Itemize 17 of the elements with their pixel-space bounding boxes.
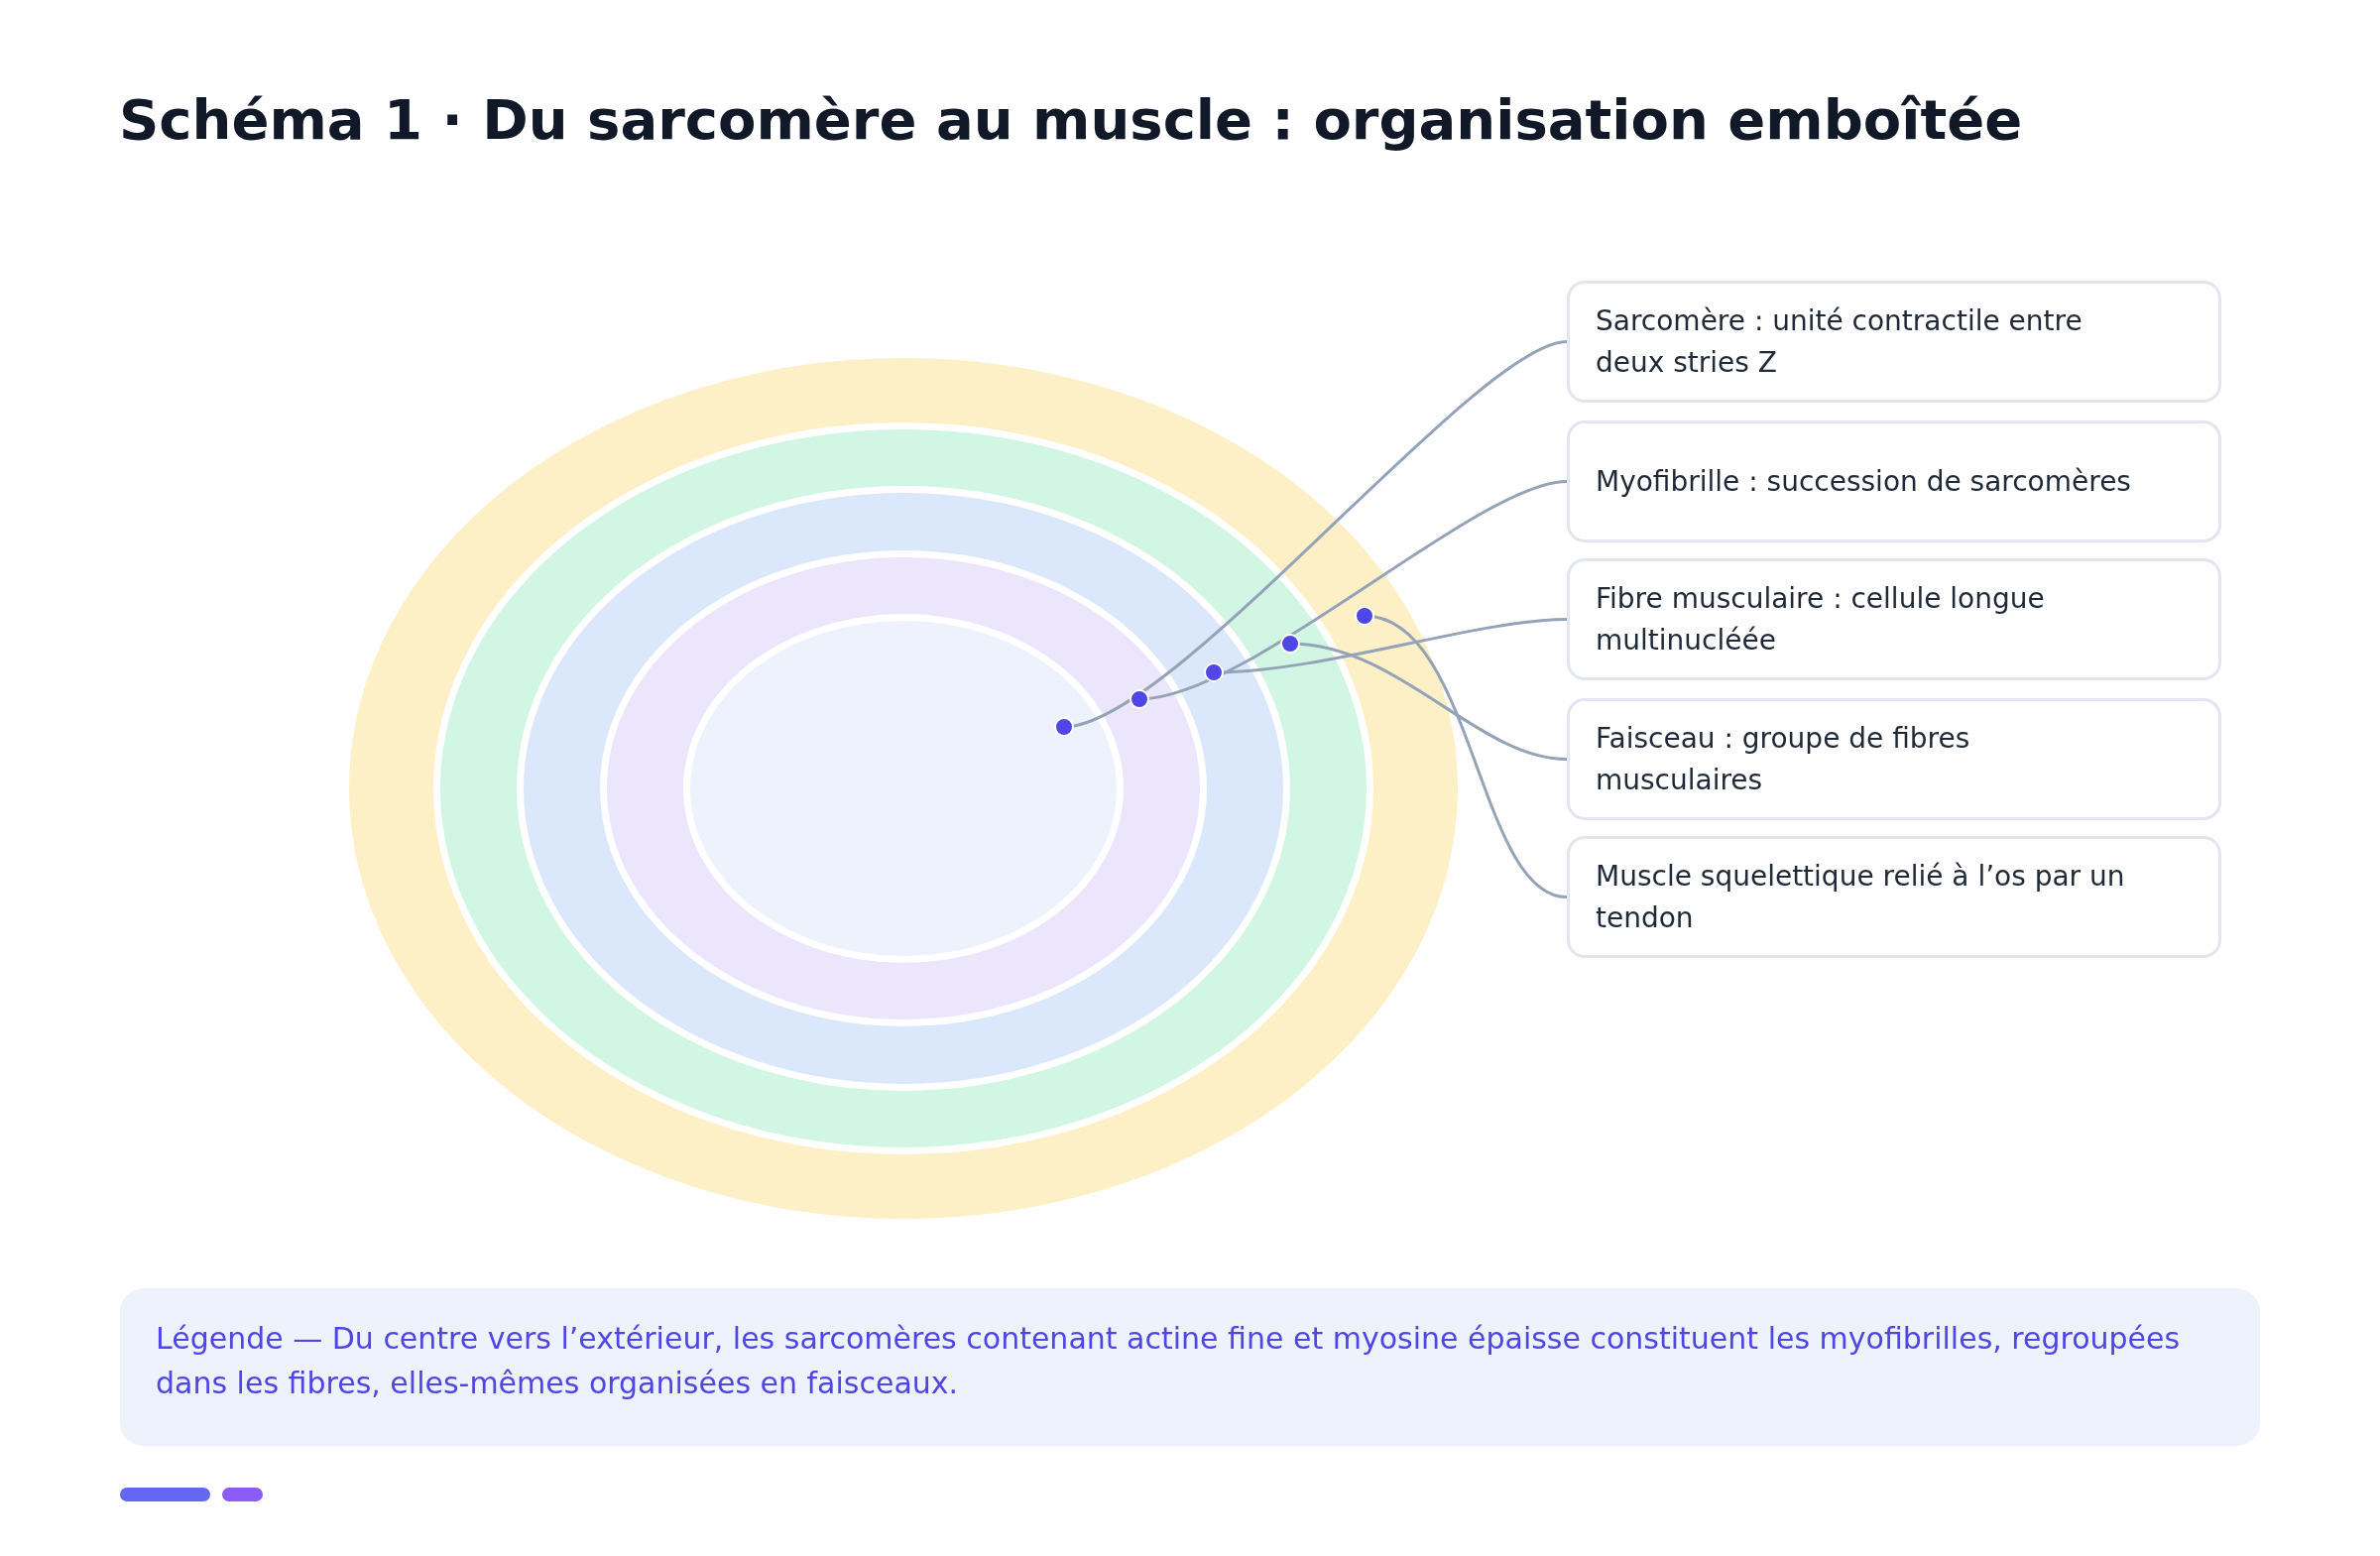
callout-box — [1567, 836, 2221, 958]
leader-line — [1204, 618, 1568, 682]
leader-line — [1355, 606, 1568, 898]
diagram-title: Schéma 1 · Du sarcomère au muscle : organisation emboîtée — [119, 87, 2023, 152]
leader-line — [1130, 480, 1568, 709]
callout-text: Myofibrille : succession de sarcomères — [1596, 463, 2131, 500]
callout-text: Muscle squelettique relié à l’os par un tendon — [1596, 858, 2126, 936]
callout-text: Faisceau : groupe de fibres musculaires — [1596, 720, 1971, 798]
callout-box — [1567, 558, 2221, 680]
callout-box — [1567, 281, 2221, 403]
leader-line — [1280, 634, 1568, 761]
callout-box — [1567, 698, 2221, 820]
leader-line — [1054, 340, 1568, 737]
callout-text: Fibre musculaire : cellule longue multinucléée — [1596, 580, 2046, 658]
caption-text: Légende — Du centre vers l’extérieur, les sarcomères contenant actine fine et myosine épaisse constituent les myofibrilles, regroupées dans les fibres, elles-mêmes organisées en faisceaux. — [156, 1321, 2181, 1400]
callout-text: Sarcomère : unité contractile entre deux stries Z — [1596, 302, 2083, 381]
callout-box — [1567, 420, 2221, 542]
